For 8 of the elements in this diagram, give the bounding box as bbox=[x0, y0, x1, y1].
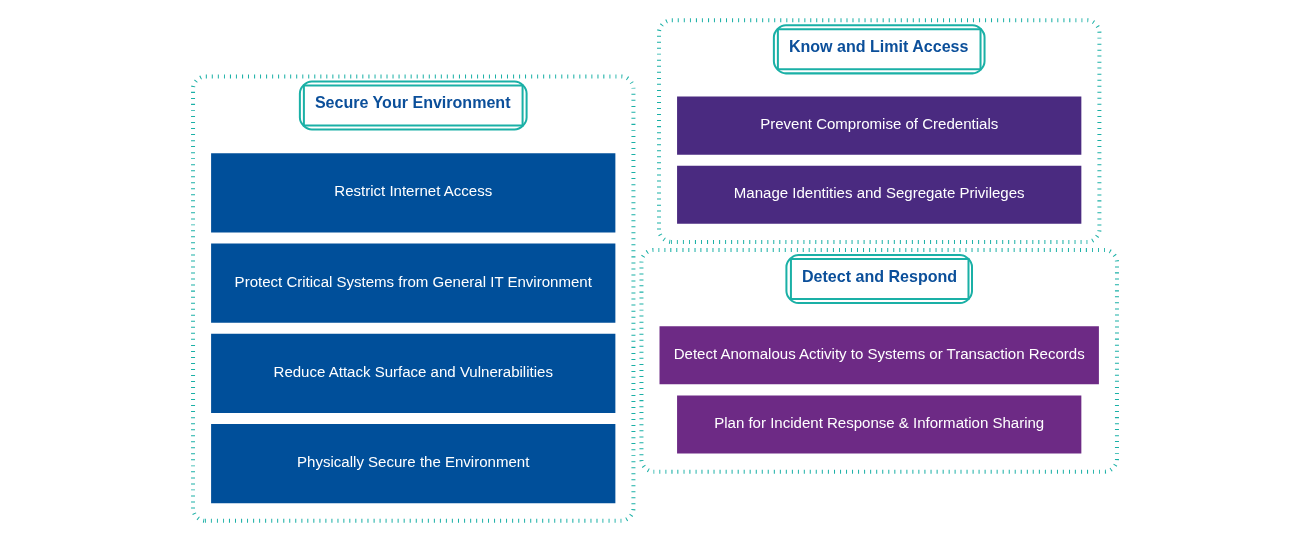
node-box: Plan for Incident Response & Information Sharing bbox=[676, 395, 1081, 454]
node-box: Protect Critical Systems from General IT Environment bbox=[210, 243, 615, 323]
node-box: Detect Anomalous Activity to Systems or Transaction Records bbox=[659, 326, 1099, 385]
node-box: Prevent Compromise of Credentials bbox=[676, 96, 1081, 155]
node-box: Reduce Attack Surface and Vulnerabilities bbox=[210, 333, 615, 413]
node-box: Manage Identities and Segregate Privileges bbox=[676, 165, 1081, 224]
node-box: Restrict Internet Access bbox=[210, 153, 615, 233]
node-box: Physically Secure the Environment bbox=[210, 424, 615, 504]
